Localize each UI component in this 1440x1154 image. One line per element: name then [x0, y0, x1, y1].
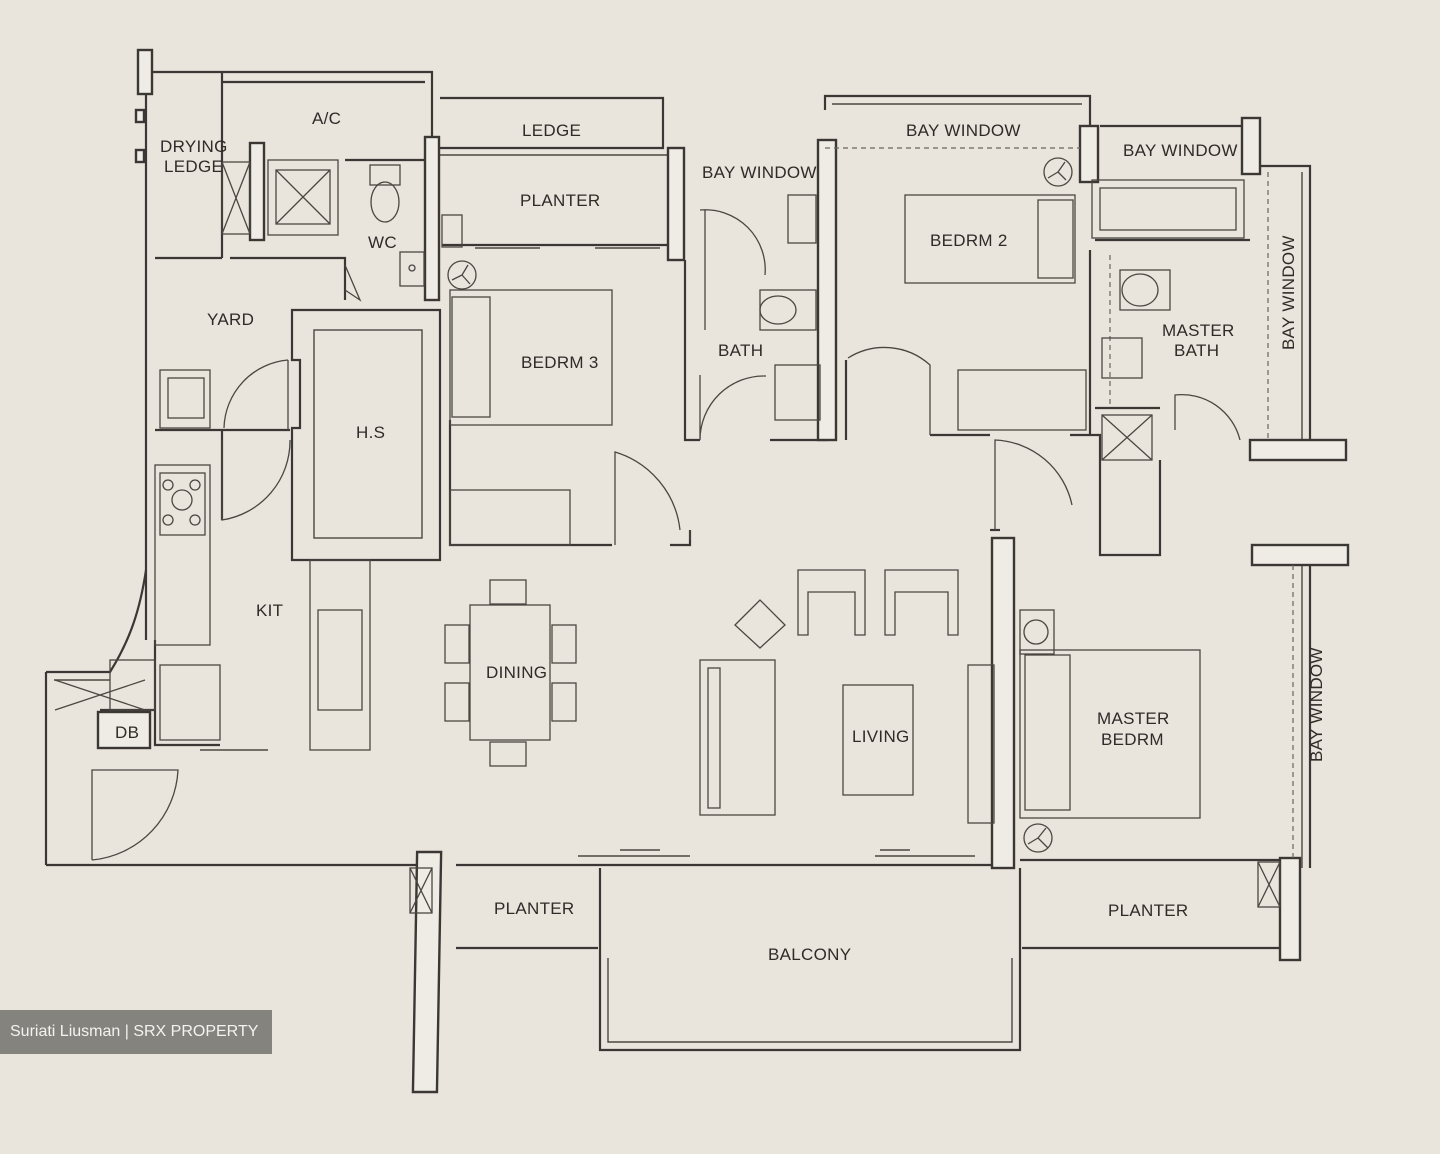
label-db: DB	[115, 723, 139, 742]
label-wc: WC	[368, 233, 397, 252]
label-bedroom-2: BEDRM 2	[930, 231, 1008, 250]
label-master-bedroom-2: BEDRM	[1101, 730, 1164, 749]
label-master-bath-2: BATH	[1174, 341, 1219, 360]
watermark-text: Suriati Liusman | SRX PROPERTY	[10, 1023, 259, 1040]
label-drying-ledge-1: DRYING	[160, 137, 228, 156]
room-labels: A/C DRYING LEDGE LEDGE BAY WINDOW BAY WI…	[115, 109, 1326, 964]
label-bay-window-right-upper: BAY WINDOW	[1279, 235, 1298, 350]
label-bath: BATH	[718, 341, 763, 360]
outer-walls	[44, 70, 1312, 1052]
label-bay-window-top-right: BAY WINDOW	[1123, 141, 1238, 160]
structural-columns	[96, 48, 1350, 1094]
label-balcony: BALCONY	[768, 945, 851, 964]
label-planter-bottom-right: PLANTER	[1108, 901, 1189, 920]
door-swings	[91, 209, 1241, 861]
label-master-bath-1: MASTER	[1162, 321, 1235, 340]
label-planter-bottom-left: PLANTER	[494, 899, 575, 918]
household-shelter	[290, 308, 442, 562]
label-bay-window-top-center: BAY WINDOW	[906, 121, 1021, 140]
label-bay-window-right-lower: BAY WINDOW	[1307, 647, 1326, 762]
label-ac: A/C	[312, 109, 341, 128]
label-ledge: LEDGE	[522, 121, 581, 140]
watermark: Suriati Liusman | SRX PROPERTY	[0, 1010, 272, 1054]
label-drying-ledge-2: LEDGE	[164, 157, 223, 176]
label-dining: DINING	[486, 663, 547, 682]
label-living: LIVING	[852, 727, 910, 746]
sliding-doors	[200, 147, 1294, 860]
label-planter-top: PLANTER	[520, 191, 601, 210]
label-master-bedroom-1: MASTER	[1097, 709, 1170, 728]
label-hs: H.S	[356, 423, 385, 442]
label-bedroom-3: BEDRM 3	[521, 353, 599, 372]
label-kitchen: KIT	[256, 601, 283, 620]
label-yard: YARD	[207, 310, 254, 329]
fixtures	[54, 157, 1281, 914]
label-bay-window-bath: BAY WINDOW	[702, 163, 817, 182]
